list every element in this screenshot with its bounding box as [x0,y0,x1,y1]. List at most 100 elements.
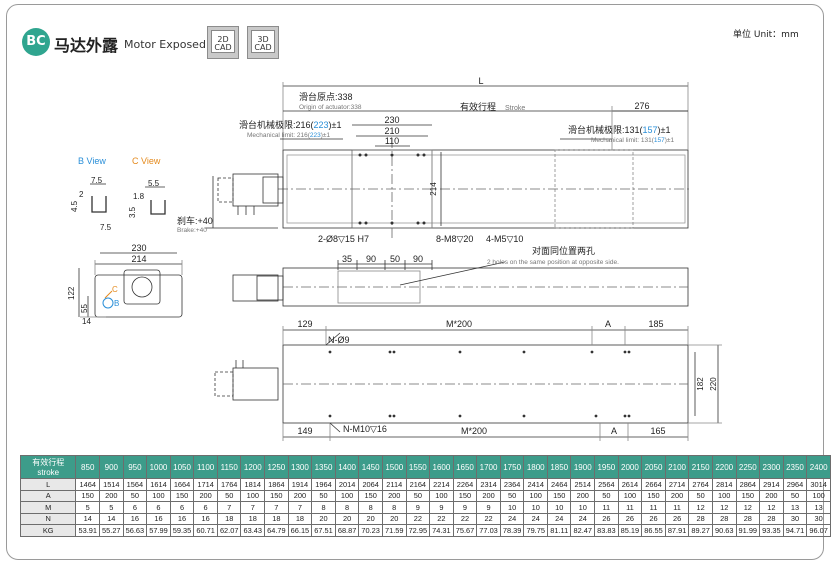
table-cell: 100 [334,489,360,502]
stroke-column-header: 950 [122,455,148,479]
table-cell: 1814 [240,478,266,491]
table-cell: 2464 [546,478,572,491]
table-cell: 71.59 [381,524,407,537]
table-cell: 12 [759,501,784,514]
table-cell: 13 [806,501,831,514]
table-cell: 86.55 [641,524,666,537]
c-view-label: C View [132,156,161,166]
table-cell: 150 [75,489,101,502]
table-cell: 20 [334,512,360,525]
brake-label: 刹车:+40 [177,215,213,226]
table-cell: 12 [688,501,713,514]
cad-2d-button[interactable]: 2D CAD [207,26,239,59]
mech-limit-right: 滑台机械极限:131(157)±1 [568,124,671,135]
stroke-column-header: 1000 [146,455,171,479]
stroke-column-header: 2200 [711,455,737,479]
side-dim-90b: 90 [413,254,423,264]
b-dim-75b: 7.5 [100,223,112,232]
table-cell: 200 [193,489,218,502]
stroke-column-header: 1950 [594,455,619,479]
table-cell: 77.03 [476,524,501,537]
table-cell: 60.71 [193,524,218,537]
b-view-profile [91,196,107,213]
bottom-dim-m200b: M*200 [461,426,487,436]
table-cell: 59.35 [169,524,195,537]
table-cell: 91.99 [735,524,761,537]
floppy-icon [251,30,275,53]
table-cell: 1714 [193,478,218,491]
end-view-motor [123,269,161,305]
dim-110: 110 [385,136,399,146]
cad-3d-button[interactable]: 3D CAD [247,26,279,59]
b-dim-75: 7.5 [91,176,103,185]
stroke-column-header: 1900 [570,455,596,479]
table-cell: 70.23 [358,524,383,537]
table-cell: 8 [334,501,360,514]
table-cell: 7 [287,501,313,514]
side-dim-35: 35 [342,254,352,264]
stroke-column-header: 2050 [641,455,666,479]
table-cell: 1764 [216,478,242,491]
opposite-holes-label-en: 2 holes on the same position at opposite… [487,259,619,266]
stroke-column-header: 1600 [429,455,454,479]
brake-label-en: Brake:+40 [177,227,207,234]
end-callout-c: C [112,285,118,294]
c-dim-18: 1.8 [133,192,145,201]
table-cell: 30 [806,512,831,525]
table-cell: 150 [358,489,383,502]
table-cell: 28 [759,512,784,525]
table-cell: 2214 [429,478,454,491]
hole-spec-m8: 8-M8▽20 [436,234,473,244]
table-cell: 20 [311,512,336,525]
stroke-column-header: 2100 [664,455,690,479]
floppy-icon [211,30,235,53]
table-cell: 200 [570,489,596,502]
table-cell: 22 [405,512,431,525]
end-dim-55: 55 [80,304,89,313]
stroke-column-header: 2150 [688,455,713,479]
stroke-column-header: 2000 [617,455,643,479]
table-cell: 67.51 [311,524,336,537]
table-cell: 87.91 [664,524,690,537]
table-cell: 10 [499,501,525,514]
table-cell: 26 [664,512,690,525]
table-cell: 12 [735,501,761,514]
table-cell: 10 [523,501,548,514]
table-cell: 16 [169,512,195,525]
bottom-dim-220: 220 [709,377,718,391]
table-cell: 3014 [806,478,831,491]
bottom-hole-nm10: N-M10▽16 [343,424,387,434]
table-cell: 14 [75,512,101,525]
table-cell: 24 [499,512,525,525]
table-cell: 94.71 [782,524,808,537]
c-dim-55: 5.5 [148,179,160,188]
table-cell: 22 [476,512,501,525]
stroke-column-header: 1400 [334,455,360,479]
table-cell: 24 [570,512,596,525]
origin-label: 滑台原点:338 [299,91,353,102]
table-cell: 6 [122,501,148,514]
end-dim-14: 14 [82,317,91,326]
table-cell: 1864 [264,478,289,491]
table-cell: 16 [193,512,218,525]
bottom-hole-n9: N-Ø9 [328,335,350,345]
table-cell: 100 [146,489,171,502]
table-cell: 9 [452,501,478,514]
table-cell: 2914 [759,478,784,491]
table-cell: 90.63 [711,524,737,537]
table-cell: 2664 [641,478,666,491]
table-cell: 50 [688,489,713,502]
table-cell: 82.47 [570,524,596,537]
table-cell: 11 [641,501,666,514]
stroke-column-header: 1500 [381,455,407,479]
table-cell: 1614 [146,478,171,491]
dim-210: 210 [384,126,399,136]
c-dim-35: 3.5 [128,206,137,218]
mech-limit-left: 滑台机械极限:216(223)±1 [239,119,342,130]
table-cell: 2514 [570,478,596,491]
table-cell: 11 [664,501,690,514]
table-cell: 89.27 [688,524,713,537]
